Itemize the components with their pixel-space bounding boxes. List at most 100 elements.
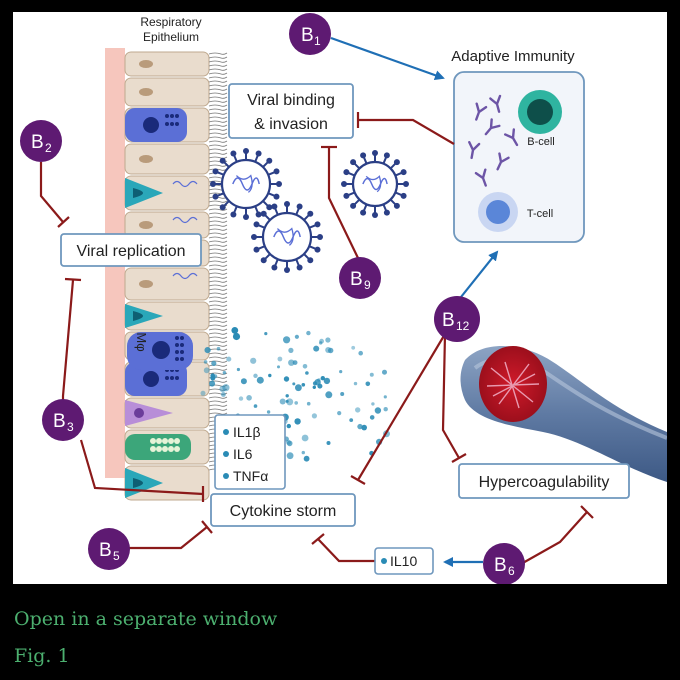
badge-b3: B 3: [42, 399, 84, 441]
epithelial-cell: [124, 51, 210, 77]
cytokine-particle: [266, 410, 271, 414]
svg-text:B: B: [301, 25, 314, 46]
hypercoagulability-box: Hypercoagulability: [458, 463, 630, 499]
cytokine-particle: [253, 404, 258, 408]
cytokine-particle: [203, 360, 208, 364]
svg-text:5: 5: [113, 549, 120, 563]
inhibit-b6-to-hypercoagulability: [520, 511, 588, 565]
cytokine-particle: [371, 402, 375, 406]
svg-text:3: 3: [67, 420, 74, 434]
il10-label: IL10: [390, 553, 417, 569]
cytokine-particle: [323, 377, 331, 385]
cytokine-particle: [277, 365, 280, 369]
svg-text:B: B: [53, 411, 66, 432]
antibody-icon: [474, 168, 487, 187]
activation-connectors: [330, 36, 499, 567]
cytokine-particle: [288, 359, 295, 366]
inhibit-b12-to-hypercoagulability: [441, 333, 460, 459]
viral-binding-box: Viral binding & invasion: [228, 83, 354, 139]
inhibition-connectors: [39, 112, 594, 565]
b-cell-label: B-cell: [527, 136, 555, 148]
open-in-separate-window-link[interactable]: Open in a separate window: [14, 608, 278, 630]
cytokine-particle: [369, 372, 374, 377]
badge-b2: B 2: [20, 120, 62, 162]
cytokine-particle: [358, 350, 364, 356]
cytokine-particle: [320, 376, 325, 381]
svg-text:9: 9: [364, 278, 371, 292]
cytokine-particle: [268, 373, 272, 378]
badge-b1: B 1: [289, 13, 331, 55]
cytokine-particle: [301, 383, 306, 387]
arrow-b12-to-adaptive: [456, 250, 499, 303]
cytokine-particle: [232, 332, 241, 341]
cytokine-particle: [319, 341, 323, 345]
antibody-icon: [489, 94, 502, 113]
cytokine-particle: [317, 378, 321, 382]
arrow-b1-to-adaptive: [330, 36, 445, 81]
viral-replication-label: Viral replication: [76, 243, 185, 260]
cytokine-particle: [285, 399, 289, 403]
svg-text:B: B: [442, 310, 455, 331]
cytokine-particle: [233, 333, 237, 337]
cytokine-particle: [216, 346, 221, 351]
cytokine-particle: [286, 452, 294, 460]
il10-box: IL10: [374, 547, 434, 575]
badge-b12: B 12: [434, 296, 480, 342]
cytokine-particle: [222, 384, 230, 392]
cytokine-particle: [357, 423, 363, 430]
figure-label: Fig. 1: [14, 645, 70, 667]
virus-particles: [210, 148, 409, 273]
cytokine-particle: [292, 382, 296, 386]
cytokine-particle: [221, 392, 226, 397]
cytokine-particle: [351, 345, 356, 350]
cilia: [208, 52, 228, 471]
cytokine-particle: [383, 395, 387, 399]
cytokine-particle: [295, 384, 302, 392]
inhibit-b12-to-cytokine-storm: [357, 333, 446, 481]
t-cell-icon: [478, 192, 518, 232]
cytokine-particle: [374, 407, 382, 414]
svg-text:B: B: [31, 132, 44, 153]
hypercoagulability-label: Hypercoagulability: [479, 474, 610, 491]
blood-clot-icon: [479, 346, 547, 422]
cytokine-particle: [238, 396, 244, 401]
cytokine-particle: [286, 423, 291, 429]
inhibit-b2-to-replication: [39, 162, 64, 223]
cytokine-particle: [303, 455, 310, 462]
cytokine-particle: [383, 407, 388, 412]
epithelial-cell-column: [124, 51, 210, 501]
cytokine-particle: [209, 380, 216, 387]
cytokine-particle: [301, 450, 305, 455]
cytokine-particle: [317, 383, 323, 389]
svg-text:12: 12: [456, 319, 470, 333]
cytokine-particle: [301, 434, 309, 442]
cytokine-particle: [326, 441, 331, 445]
macrophage-label: Mφ: [134, 332, 149, 351]
svg-text:2: 2: [45, 141, 52, 155]
cytokine-particle: [312, 385, 316, 389]
cytokine-item-2: IL6: [233, 446, 253, 462]
inhibit-b3-to-cytokine-storm: [79, 439, 204, 496]
inhibit-b3-to-replication: [61, 279, 75, 404]
cytokine-particle: [353, 381, 358, 386]
badge-b9: B 9: [339, 257, 381, 299]
cytokine-particle: [302, 364, 308, 369]
svg-text:6: 6: [508, 564, 515, 578]
cytokine-particle: [325, 347, 332, 353]
viral-binding-label-line2: & invasion: [254, 116, 328, 133]
cytokine-particle: [294, 334, 299, 339]
antibody-icon: [475, 102, 488, 121]
cytokine-particle: [210, 373, 215, 379]
cytokine-particle: [250, 357, 257, 364]
b-cell-icon: [518, 90, 562, 134]
virus-icon: [341, 150, 409, 218]
cytokine-particle: [311, 413, 317, 419]
blood-vessel-icon: [460, 345, 667, 482]
cytokine-particle: [204, 347, 211, 354]
cytokine-particle: [256, 376, 264, 384]
viral-binding-label-line1: Viral binding: [247, 92, 335, 109]
cytokine-particle: [306, 330, 311, 336]
cytokine-list-box: IL1β IL6 TNFα: [214, 414, 286, 490]
cytokine-particle: [236, 367, 240, 372]
cytokine-particle: [264, 332, 268, 336]
